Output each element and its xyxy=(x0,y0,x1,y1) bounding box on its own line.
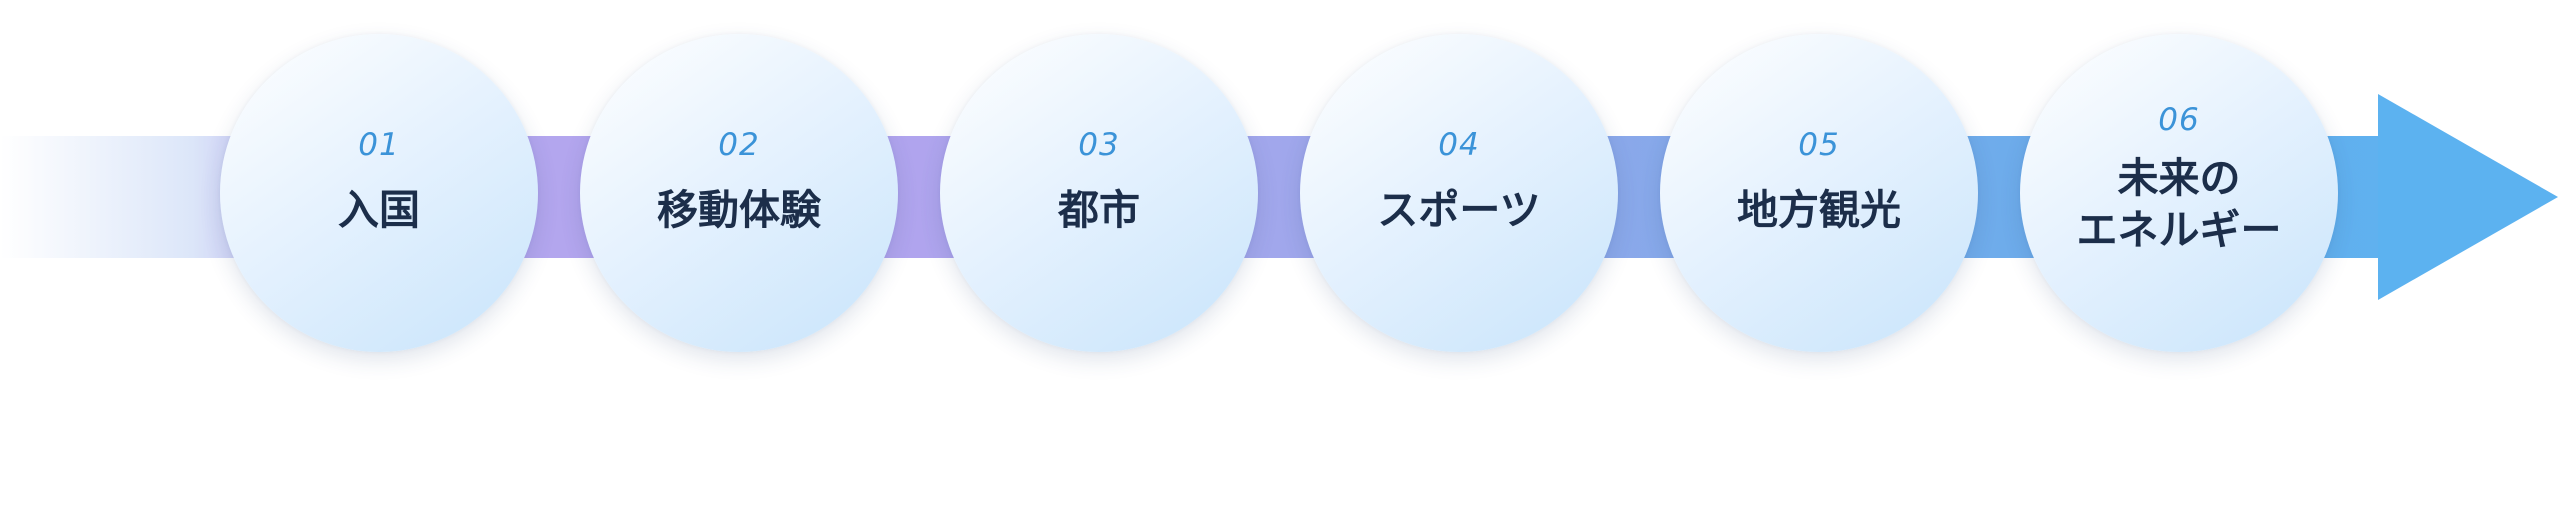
step-circle-5: 05 地方観光 xyxy=(1660,34,1978,352)
step-number-6: 06 xyxy=(2158,102,2200,138)
step-label-6: 未来の エネルギー xyxy=(2020,152,2338,256)
step-circle-6: 06 未来の エネルギー xyxy=(2020,34,2338,352)
step-circle-4: 04 スポーツ xyxy=(1300,34,1618,352)
step-circle-3: 03 都市 xyxy=(940,34,1258,352)
step-label-5: 地方観光 xyxy=(1737,186,1901,234)
step-number-3: 03 xyxy=(1078,127,1120,163)
step-number-2: 02 xyxy=(718,127,760,163)
step-number-1: 01 xyxy=(358,127,400,163)
step-label-3: 都市 xyxy=(1058,186,1140,234)
step-label-4: スポーツ xyxy=(1377,186,1541,234)
step-label-6-line-1: 未来の xyxy=(2117,154,2241,202)
step-circle-1: 01 入国 xyxy=(220,34,538,352)
step-label-1: 入国 xyxy=(338,186,420,234)
step-number-4: 04 xyxy=(1438,127,1480,163)
step-number-5: 05 xyxy=(1798,127,1840,163)
step-label-2: 移動体験 xyxy=(657,186,821,234)
flow-arrow-head xyxy=(2378,94,2558,300)
step-circle-2: 02 移動体験 xyxy=(580,34,898,352)
step-label-6-line-2: エネルギー xyxy=(2076,206,2282,254)
